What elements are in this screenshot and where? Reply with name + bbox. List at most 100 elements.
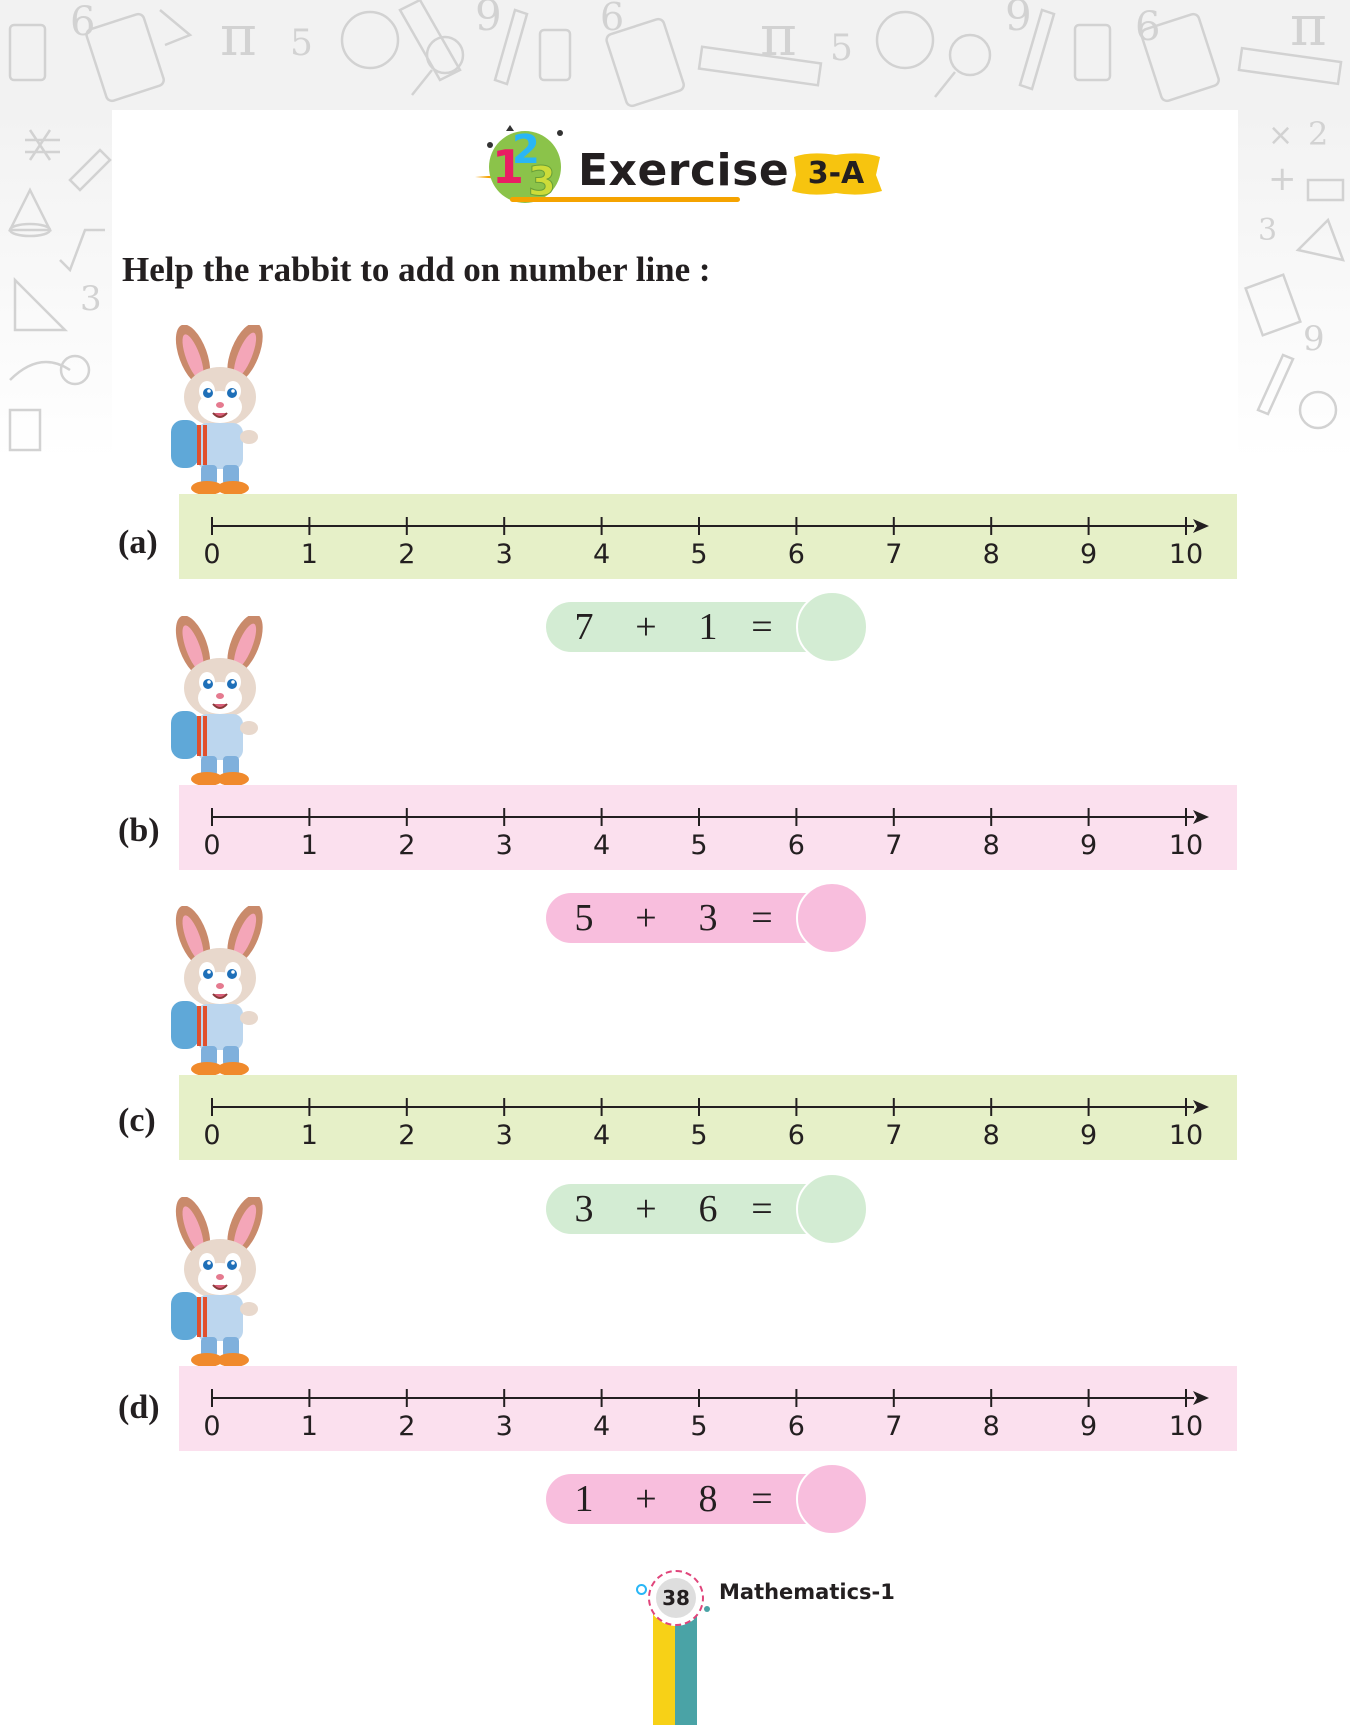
- number-line-tick-label: 1: [301, 1120, 318, 1151]
- arrow-right-icon: [1193, 810, 1209, 824]
- number-line-tick-label: 2: [398, 539, 415, 570]
- answer-circle[interactable]: [796, 591, 868, 663]
- answer-circle[interactable]: [796, 1173, 868, 1245]
- number-line-tick-label: 6: [788, 830, 805, 861]
- number-line-tick-label: 7: [885, 539, 902, 570]
- number-line-tick-label: 0: [203, 1120, 220, 1151]
- plus-sign: +: [635, 897, 657, 939]
- number-line-tick-label: 4: [593, 1411, 610, 1442]
- number-line-tick-label: 6: [788, 1120, 805, 1151]
- rabbit-with-backpack-icon: [163, 903, 278, 1081]
- plus-sign: +: [635, 1478, 657, 1520]
- answer-circle[interactable]: [796, 882, 868, 954]
- number-line-tick-label: 3: [496, 539, 513, 570]
- number-line-tick-label: 9: [1080, 1120, 1097, 1151]
- number-line-tick-label: 8: [983, 830, 1000, 861]
- answer-circle[interactable]: [796, 1463, 868, 1535]
- doodle-background-left: 3: [0, 110, 112, 460]
- equals-sign: =: [751, 1478, 773, 1520]
- number-line-tick-label: 7: [885, 1411, 902, 1442]
- number-line-tick-label: 9: [1080, 539, 1097, 570]
- number-line-tick-label: 3: [496, 830, 513, 861]
- addend-1: 3: [574, 1188, 594, 1230]
- equals-sign: =: [751, 606, 773, 648]
- footer-bar-teal: [675, 1611, 697, 1725]
- rabbit-with-backpack-icon: [163, 1194, 278, 1372]
- addend-2: 8: [698, 1478, 718, 1520]
- exercise-badge-label: 3-A: [807, 156, 865, 191]
- svg-text:3: 3: [80, 279, 102, 319]
- item-label: (a): [118, 524, 158, 561]
- title-underline: [510, 197, 740, 202]
- item-label: (d): [118, 1389, 160, 1426]
- equation-pill: [546, 893, 811, 943]
- number-line-tick-label: 8: [983, 539, 1000, 570]
- number-line-tick-label: 8: [983, 1120, 1000, 1151]
- exercise-badge: 3-A: [790, 151, 882, 197]
- number-line-tick-label: 0: [203, 830, 220, 861]
- book-title: Mathematics-1: [719, 1580, 895, 1604]
- number-line-tick-label: 0: [203, 539, 220, 570]
- equation: 7 + 1 =: [546, 591, 870, 663]
- number-line-tick-label: 1: [301, 1411, 318, 1442]
- arrow-right-icon: [1193, 519, 1209, 533]
- instruction-text: Help the rabbit to add on number line :: [122, 250, 711, 289]
- svg-text:π: π: [760, 4, 797, 69]
- rabbit-with-backpack-icon: [163, 613, 278, 791]
- number-line-tick-label: 10: [1169, 1120, 1203, 1151]
- number-line-tick-label: 1: [301, 539, 318, 570]
- addend-1: 1: [574, 1478, 594, 1520]
- number-line-tick-label: 6: [788, 539, 805, 570]
- exercise-title: Exercise: [578, 145, 790, 196]
- number-line-tick-label: 9: [1080, 830, 1097, 861]
- addend-2: 6: [698, 1188, 718, 1230]
- number-line-tick-label: 4: [593, 1120, 610, 1151]
- decor-dot: [704, 1606, 710, 1612]
- number-line-tick-label: 4: [593, 539, 610, 570]
- item-label: (c): [118, 1102, 156, 1139]
- number-line-tick-label: 5: [690, 539, 707, 570]
- plus-sign: +: [635, 606, 657, 648]
- svg-text:9: 9: [1005, 0, 1032, 40]
- doodle-background-top: 6 π 5 9 6 π 5 9 6 π: [0, 0, 1350, 110]
- svg-text:6: 6: [70, 0, 95, 45]
- svg-text:+: +: [1268, 159, 1297, 199]
- item-label: (b): [118, 812, 160, 849]
- svg-text:3: 3: [1258, 213, 1277, 248]
- equation-pill: [546, 602, 811, 652]
- plus-sign: +: [635, 1188, 657, 1230]
- number-line-tick-label: 1: [301, 830, 318, 861]
- svg-text:2: 2: [1308, 115, 1328, 153]
- svg-text:π: π: [1290, 0, 1327, 59]
- page-number-badge: 38: [648, 1570, 704, 1626]
- number-line-tick-label: 9: [1080, 1411, 1097, 1442]
- number-line-tick-label: 10: [1169, 539, 1203, 570]
- page-number: 38: [656, 1578, 696, 1618]
- number-line-tick-label: 2: [398, 1411, 415, 1442]
- number-line-tick-label: 8: [983, 1411, 1000, 1442]
- page-footer: 38 Mathematics-1: [630, 1556, 930, 1725]
- svg-text:π: π: [220, 4, 257, 69]
- number-line-tick-label: 4: [593, 830, 610, 861]
- svg-text:×: ×: [1268, 118, 1293, 153]
- equals-sign: =: [751, 897, 773, 939]
- number-line-tick-label: 10: [1169, 1411, 1203, 1442]
- number-line-tick-label: 2: [398, 1120, 415, 1151]
- svg-text:2: 2: [512, 127, 540, 173]
- number-line: 0 1 2 3 4 5 6 7 8 9 10: [203, 517, 1209, 570]
- svg-text:5: 5: [830, 28, 853, 69]
- svg-text:5: 5: [290, 23, 313, 64]
- number-line-tick-label: 0: [203, 1411, 220, 1442]
- doodle-background-right: × 2 + 3 9: [1238, 110, 1350, 460]
- addend-1: 7: [574, 606, 594, 648]
- rabbit-with-backpack-icon: [163, 322, 278, 500]
- equation-pill: [546, 1184, 811, 1234]
- number-line-tick-label: 3: [496, 1411, 513, 1442]
- equals-sign: =: [751, 1188, 773, 1230]
- decor-dot: [636, 1584, 647, 1595]
- number-line-tick-label: 5: [690, 1411, 707, 1442]
